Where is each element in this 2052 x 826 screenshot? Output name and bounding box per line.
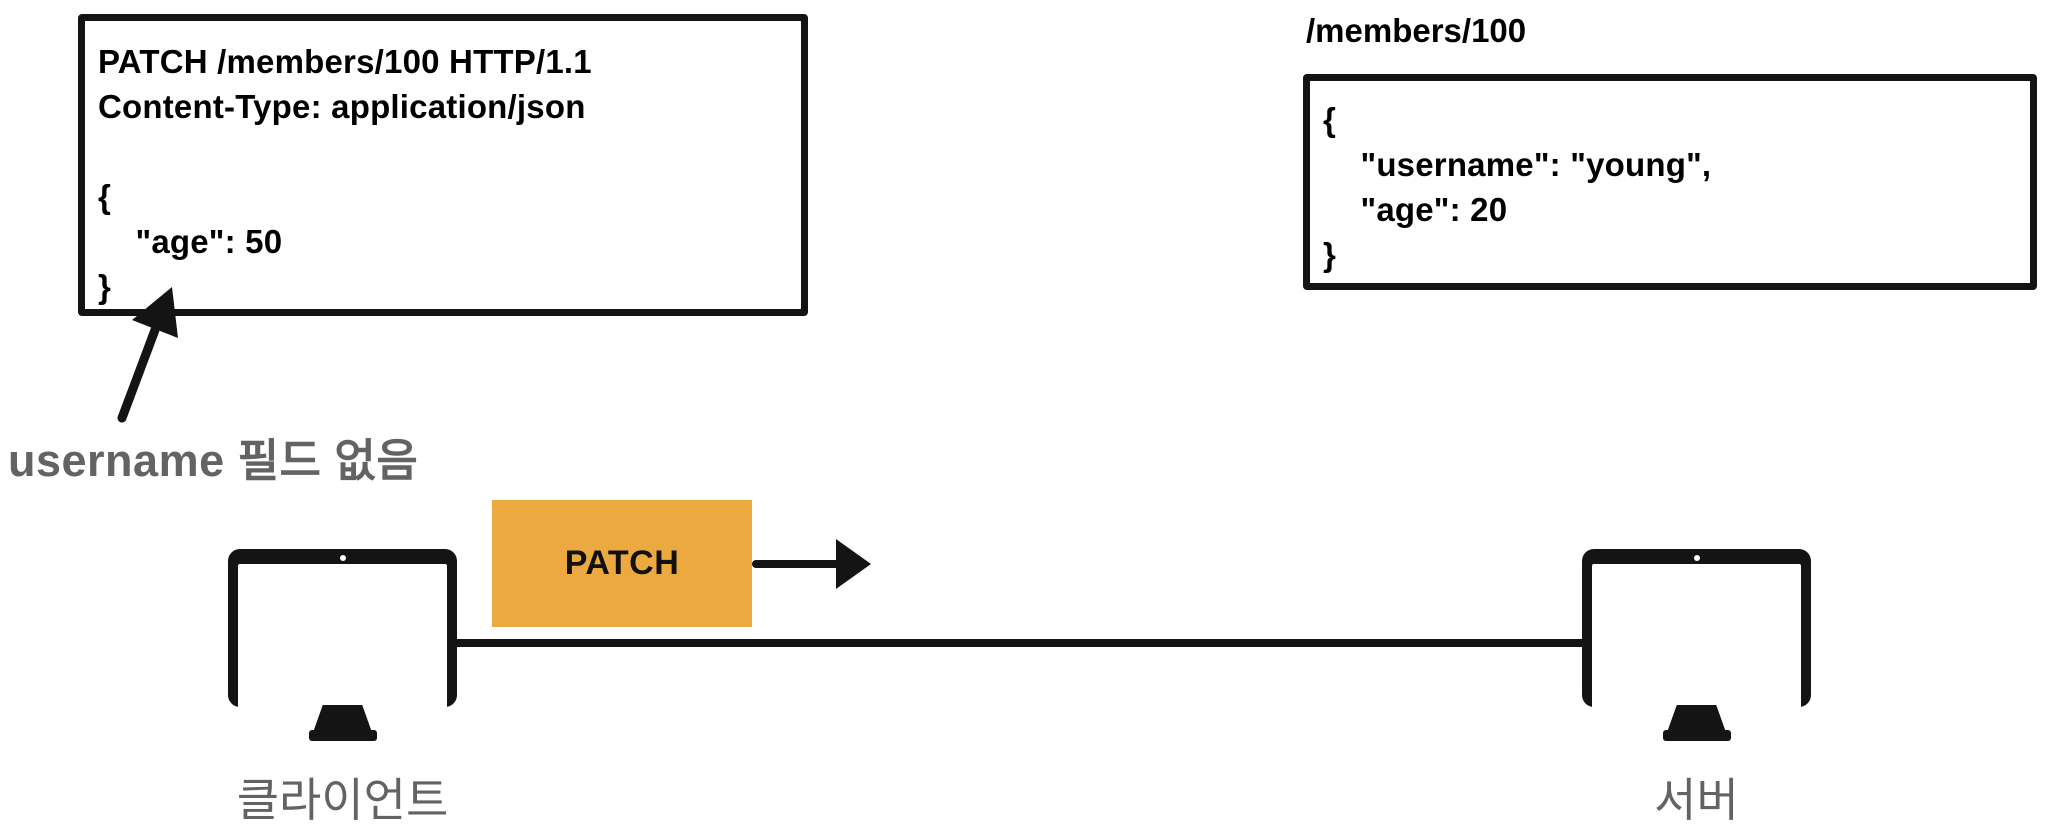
monitor-stand-neck — [313, 705, 372, 731]
request-line-content-type: Content-Type: application/json — [98, 88, 586, 125]
request-line-close-brace: } — [98, 268, 112, 305]
patch-method-badge: PATCH — [492, 500, 752, 627]
monitor-screen — [1592, 564, 1801, 717]
arrow-up-right-icon — [117, 287, 178, 423]
request-line-open-brace: { — [98, 178, 112, 215]
monitor-screen — [238, 564, 447, 717]
resource-line-age: "age": 20 — [1323, 191, 1508, 228]
network-line — [450, 639, 1586, 647]
monitor-stand-base — [308, 730, 377, 741]
arrow-right-icon — [752, 539, 871, 589]
client-monitor-icon — [228, 549, 457, 741]
server-label: 서버 — [1654, 774, 1739, 826]
resource-line-username: "username": "young", — [1323, 146, 1712, 183]
resource-state-box: { "username": "young", "age": 20 } — [1303, 74, 2037, 290]
client-label: 클라이언트 — [236, 774, 449, 826]
monitor-camera-dot — [339, 555, 346, 561]
monitor-stand-neck — [1667, 705, 1726, 731]
request-line-blank — [98, 129, 801, 174]
resource-line-close-brace: } — [1323, 236, 1337, 273]
resource-path-label: /members/100 — [1306, 12, 1527, 49]
request-line-method: PATCH /members/100 HTTP/1.1 — [98, 43, 592, 80]
patch-method-label: PATCH — [564, 544, 680, 582]
annotation-text: username 필드 없음 — [8, 435, 419, 486]
resource-line-open-brace: { — [1323, 101, 1337, 138]
server-monitor-icon — [1582, 549, 1811, 741]
request-box: PATCH /members/100 HTTP/1.1 Content-Type… — [78, 14, 808, 316]
monitor-stand-base — [1662, 730, 1731, 741]
request-line-age: "age": 50 — [98, 223, 283, 260]
monitor-camera-dot — [1693, 555, 1700, 561]
